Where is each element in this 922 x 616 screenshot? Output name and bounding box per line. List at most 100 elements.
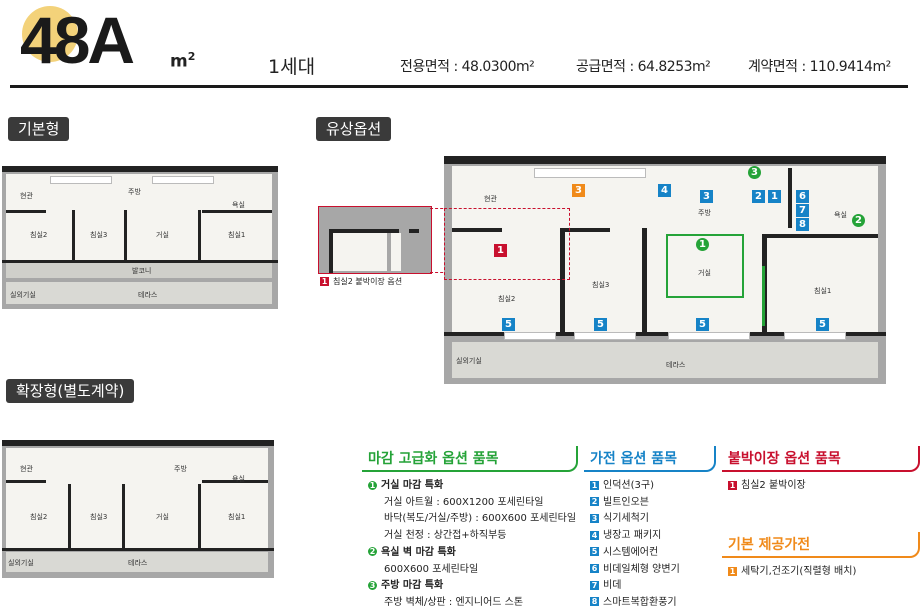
appliance-item: 1 인덕션(3구) <box>590 478 716 495</box>
paid-label-bath: 욕실 <box>834 211 847 219</box>
finish-item-1-line-1: 거실 아트월 : 600X1200 포세린타일 <box>384 496 544 508</box>
basic-label-bed1: 침실1 <box>228 231 246 239</box>
basic-label-bed2: 침실2 <box>30 231 48 239</box>
basic-label-kitchen: 주방 <box>128 188 141 196</box>
appliance-item-label: 빌트인오븐 <box>603 496 649 508</box>
basic-label-bath: 욕실 <box>232 201 245 209</box>
appliance-item: 8 스마트복합환풍기 <box>590 595 716 612</box>
badge-wardrobe-1: 1 <box>494 244 507 257</box>
appliance-item-number-badge: 4 <box>590 530 599 540</box>
builtin-options-title: 붙박이장 옵션 품목 <box>722 446 920 472</box>
badge-aircon-living: 5 <box>696 318 709 331</box>
badge-bath-finish-2: 2 <box>852 214 865 227</box>
appliance-item: 4 냉장고 패키지 <box>590 528 716 545</box>
appliance-item-number-badge: 1 <box>590 480 599 490</box>
extended-label-living: 거실 <box>156 513 169 521</box>
basic-label-balcony: 발코니 <box>132 267 152 275</box>
badge-living-finish-1: 1 <box>696 238 709 251</box>
appliance-item-label: 시스템에어컨 <box>603 546 659 558</box>
paid-label-kitchen: 주방 <box>698 209 711 217</box>
badge-bidet-toilet-6: 6 <box>796 190 809 203</box>
unit-type-title: 48A <box>20 3 135 77</box>
extended-label-bed2: 침실2 <box>30 513 48 521</box>
finish-item-1-line-2: 바닥(복도/거실/주방) : 600X600 포세린타일 <box>384 513 577 525</box>
basic-label-entrance: 현관 <box>20 192 33 200</box>
area-unit: m2 <box>170 50 196 72</box>
paid-label-terrace: 테라스 <box>666 361 686 369</box>
supply-area: 공급면적 : 64.8253m² <box>576 59 711 75</box>
appliance-item-label: 스마트복합환풍기 <box>603 596 677 608</box>
extended-label-bed3: 침실3 <box>90 513 108 521</box>
appliance-item-label: 식기세척기 <box>603 513 649 525</box>
appliance-item-number-badge: 7 <box>590 580 599 590</box>
extended-label-bath: 욕실 <box>232 475 245 483</box>
extended-label-bed1: 침실1 <box>228 513 246 521</box>
basic-appliances-title: 기본 제공가전 <box>722 532 920 558</box>
paid-label-living: 거실 <box>698 269 711 277</box>
paid-label-bed1: 침실1 <box>814 287 832 295</box>
wardrobe-highlight-box <box>444 208 570 280</box>
appliance-item-label: 비데일체형 양변기 <box>603 563 680 575</box>
appliance-item-number-badge: 8 <box>590 597 599 607</box>
badge-fridge-4: 4 <box>658 184 671 197</box>
extended-label-terrace: 테라스 <box>128 559 148 567</box>
header-divider <box>10 85 908 88</box>
basic-label-living: 거실 <box>156 231 169 239</box>
badge-induction-1: 1 <box>768 190 781 203</box>
paid-label-entrance: 현관 <box>484 195 497 203</box>
contract-area: 계약면적 : 110.9414m² <box>748 59 891 75</box>
badge-kitchen-finish-3: 3 <box>748 166 761 179</box>
extended-label-kitchen: 주방 <box>174 465 187 473</box>
appliance-options-title: 가전 옵션 품목 <box>584 446 716 472</box>
living-highlight-box <box>666 234 744 298</box>
extended-floor-plan: 현관 주방 욕실 침실2 침실3 거실 침실1 실외기실 테라스 <box>2 440 274 578</box>
appliance-item-label: 냉장고 패키지 <box>603 530 662 542</box>
extended-label-entrance: 현관 <box>20 465 33 473</box>
wardrobe-detail-inset <box>318 206 432 274</box>
badge-dishwasher-3: 3 <box>572 184 585 197</box>
exclusive-area: 전용면적 : 48.0300m² <box>400 59 535 75</box>
paid-label-outdoor-unit: 실외기실 <box>456 357 482 365</box>
section-paid-option-tag: 유상옵션 <box>316 117 392 141</box>
appliance-item-label: 비데 <box>603 580 622 592</box>
appliance-item-number-badge: 2 <box>590 497 599 507</box>
basic-floor-plan: 현관 주방 욕실 침실2 침실3 거실 침실1 발코니 실외기실 테라스 <box>2 166 278 309</box>
paid-label-bed3: 침실3 <box>592 281 610 289</box>
finish-item-1-line-3: 거실 천정 : 상간접+하직부등 <box>384 530 507 542</box>
section-extended-tag: 확장형(별도계약) <box>6 379 135 403</box>
appliance-item: 7 비데 <box>590 578 716 595</box>
badge-aircon-bed3: 5 <box>594 318 607 331</box>
basic-label-outdoor-unit: 실외기실 <box>10 291 36 299</box>
badge-oven-2: 2 <box>752 190 765 203</box>
paid-option-floor-plan: 현관 주방 욕실 침실2 침실3 거실 침실1 실외기실 테라스 1 3 4 3… <box>444 156 886 384</box>
appliance-item-number-badge: 3 <box>590 513 599 523</box>
badge-aircon-bed1: 5 <box>816 318 829 331</box>
finish-options-title: 마감 고급화 옵션 품목 <box>362 446 578 472</box>
header-decoration-circle <box>22 6 78 62</box>
households-count: 1세대 <box>268 56 316 78</box>
badge-dishwasher-3b: 3 <box>700 190 713 203</box>
basic-label-bed3: 침실3 <box>90 231 108 239</box>
bath-wall-highlight <box>762 266 765 326</box>
badge-aircon-bed2: 5 <box>502 318 515 331</box>
finish-item-3-line-1: 주방 벽체/상판 : 엔지니어드 스톤 <box>384 596 524 608</box>
finish-item-2-line-1: 600X600 포세린타일 <box>384 563 479 575</box>
badge-bidet-7: 7 <box>796 204 809 217</box>
extended-label-outdoor-unit: 실외기실 <box>8 559 34 567</box>
appliance-item: 2 빌트인오븐 <box>590 495 716 512</box>
appliance-item-label: 인덕션(3구) <box>603 480 654 491</box>
section-basic-tag: 기본형 <box>8 117 70 141</box>
